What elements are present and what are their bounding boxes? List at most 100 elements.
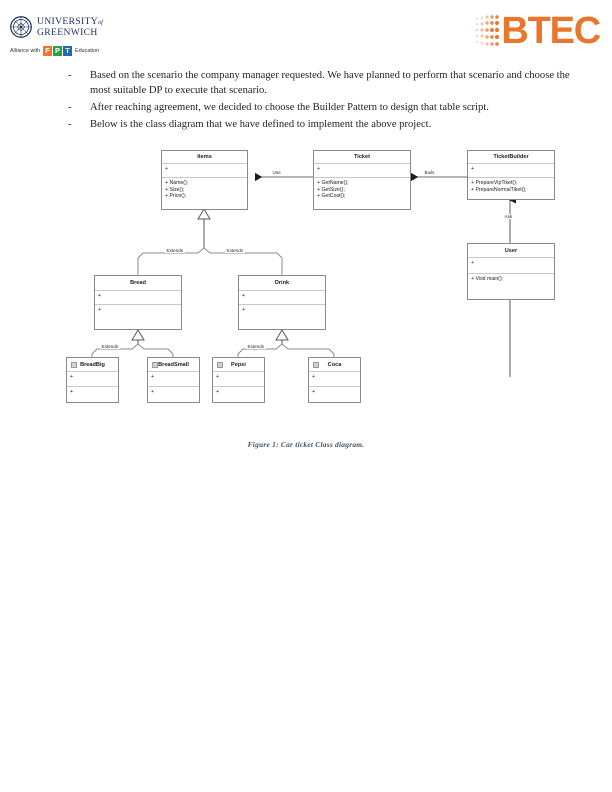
attribute-line: + [242, 293, 246, 299]
class-box-breadbig[interactable]: BreadBig + + [66, 357, 119, 403]
class-name: TicketBuilder [493, 154, 529, 160]
bullet-marker: - [68, 70, 72, 81]
class-attributes-pepsi: + [213, 372, 264, 387]
class-attributes-user: + [468, 258, 554, 274]
edge-extends-breadbig [91, 343, 139, 357]
generalization-triangle-drink [275, 329, 289, 341]
class-name: Bread [130, 280, 146, 286]
class-attributes-breadsmall: + [148, 372, 199, 387]
class-methods-ticket: + GetName(); + GetSize(); + GetCost(); [314, 178, 410, 210]
method-line: + GetName(); [317, 180, 349, 186]
class-box-drink[interactable]: Drink + + [238, 275, 326, 330]
attribute-line: + [165, 166, 169, 172]
method-line: + [242, 307, 246, 313]
greenwich-crest-icon [10, 16, 32, 38]
bullet-text: Based on the scenario the company manage… [90, 70, 570, 96]
class-methods-bread: + [95, 305, 181, 330]
edge-extends-drink [203, 247, 283, 275]
class-name: Coca [327, 361, 342, 368]
edge-extends-coca [281, 343, 335, 357]
class-attributes-drink: + [239, 291, 325, 305]
class-title-ticketbuilder: TicketBuilder [468, 151, 554, 164]
class-diagram: Use Buils Ask Extends Extends Extends Ex… [0, 140, 612, 420]
class-attributes-ticketbuilder: + [468, 164, 554, 178]
class-title-breadsmall: BreadSmall [148, 358, 199, 372]
attribute-line: + [216, 374, 220, 380]
class-methods-breadbig: + [67, 387, 118, 404]
edge-label-extends-breads: Extends [100, 344, 120, 349]
class-name: Pepsi [231, 361, 246, 368]
class-title-user: User [468, 244, 554, 258]
class-title-coca: Coca [309, 358, 360, 372]
university-of-word: of [98, 19, 103, 27]
btec-dots-icon [476, 15, 500, 46]
method-line: + Name(); [165, 180, 189, 186]
edge-label-extends-bread: Extends [165, 248, 185, 253]
class-attributes-coca: + [309, 372, 360, 387]
method-line: + [312, 389, 316, 395]
class-methods-coca: + [309, 387, 360, 404]
fpt-alliance-logo: Alliance with F P T Education [10, 46, 99, 56]
class-methods-drink: + [239, 305, 325, 330]
class-box-user[interactable]: User + + Void main(); [467, 243, 555, 300]
class-stereotype-icon [217, 361, 223, 368]
class-title-pepsi: Pepsi [213, 358, 264, 372]
method-line: + Price(); [165, 193, 187, 200]
method-line: + PrepareNormalTiket(); [471, 186, 527, 193]
class-box-coca[interactable]: Coca + + [308, 357, 361, 403]
class-attributes-breadbig: + [67, 372, 118, 387]
method-line: + Size(); [165, 186, 185, 193]
class-title-ticket: Ticket [314, 151, 410, 164]
class-methods-breadsmall: + [148, 387, 199, 404]
class-box-breadsmall[interactable]: BreadSmall + + [147, 357, 200, 403]
bullet-marker: - [68, 101, 72, 113]
fpt-mark-icon: F P T [42, 46, 73, 56]
bullet-text: After reaching agreement, we decided to … [90, 101, 489, 113]
edge-label-ask: Ask [503, 214, 514, 219]
class-attributes-items: + [162, 164, 247, 178]
attribute-line: + [70, 374, 74, 380]
method-line: + GetSize(); [317, 186, 345, 193]
class-name: BreadBig [80, 361, 105, 368]
edge-extends-breadsmall [137, 343, 174, 357]
attribute-line: + [317, 166, 321, 172]
edge-extends-bread [137, 247, 205, 275]
class-box-pepsi[interactable]: Pepsi + + [212, 357, 265, 403]
class-attributes-bread: + [95, 291, 181, 305]
fpt-letter-p: P [53, 46, 63, 56]
class-box-bread[interactable]: Bread + + [94, 275, 182, 330]
method-line: + [151, 389, 155, 395]
list-item: - Below is the class diagram that we hav… [68, 118, 578, 133]
class-name: BreadSmall [158, 361, 189, 368]
class-box-items[interactable]: Items + + Name(); + Size(); + Price(); [161, 150, 248, 210]
class-name: Items [197, 154, 212, 160]
generalization-triangle-items [197, 208, 211, 220]
attribute-line: + [471, 166, 475, 172]
edge-extends-pepsi [237, 343, 283, 357]
bullet-text: Below is the class diagram that we have … [90, 118, 432, 130]
edge-label-extends-drinks: Extends [246, 344, 266, 349]
class-stereotype-icon [152, 361, 158, 368]
generalization-triangle-bread [131, 329, 145, 341]
class-title-bread: Bread [95, 276, 181, 291]
class-title-items: Items [162, 151, 247, 164]
class-methods-ticketbuilder: + PrepareVipTiket(); + PrepareNormalTike… [468, 178, 554, 200]
attribute-line: + [98, 293, 102, 299]
btec-wordmark: BTEC [501, 10, 601, 52]
method-line: + PrepareVipTiket(); [471, 180, 518, 186]
attribute-line: + [312, 374, 316, 380]
class-box-ticketbuilder[interactable]: TicketBuilder + + PrepareVipTiket(); + P… [467, 150, 555, 200]
university-of-greenwich-logo: UNIVERSITYof GREENWICH [10, 16, 103, 38]
university-word: UNIVERSITY [37, 16, 99, 28]
list-item: - After reaching agreement, we decided t… [68, 101, 578, 116]
class-methods-items: + Name(); + Size(); + Price(); [162, 178, 247, 210]
greenwich-word: GREENWICH [37, 26, 98, 38]
list-item: - Based on the scenario the company mana… [68, 69, 578, 98]
attribute-line: + [471, 260, 475, 266]
edge-label-extends-drink: Extends [225, 248, 245, 253]
class-methods-user: + Void main(); [468, 274, 554, 300]
method-line: + [70, 389, 74, 395]
class-name: User [504, 247, 518, 254]
class-stereotype-icon [313, 361, 319, 368]
class-box-ticket[interactable]: Ticket + + GetName(); + GetSize(); + Get… [313, 150, 411, 210]
